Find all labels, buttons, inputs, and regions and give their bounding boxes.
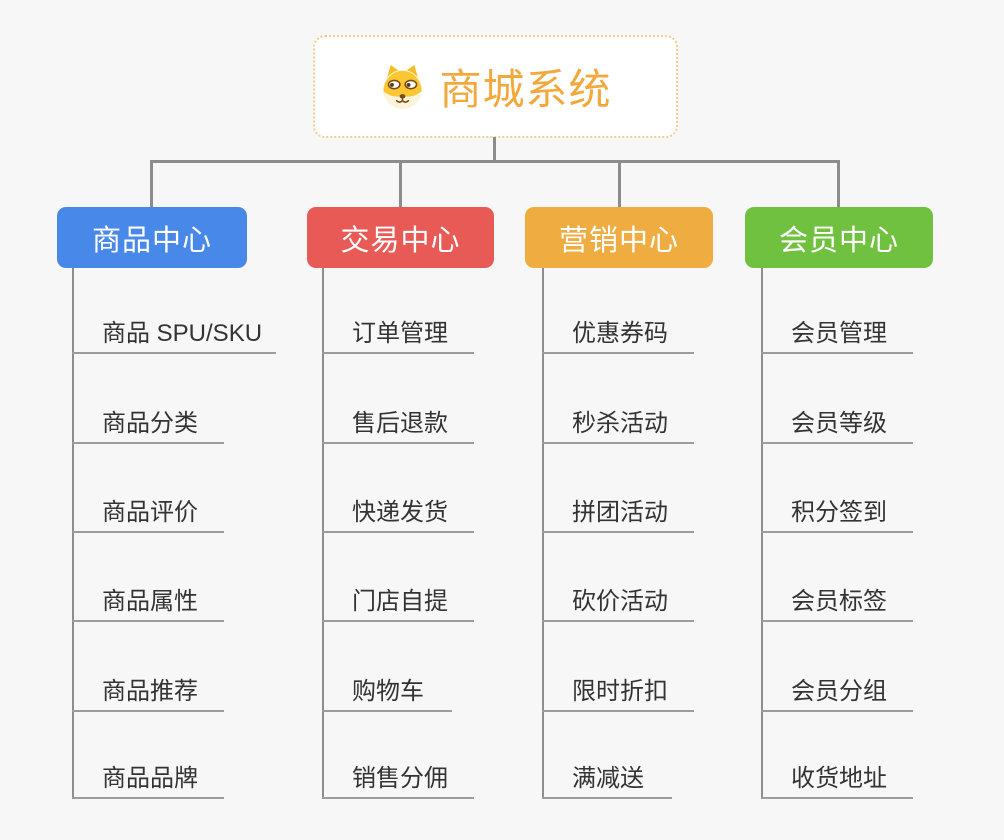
leaf-limited-time-discount[interactable]: 限时折扣 [542, 672, 694, 712]
connector-stub-trade [399, 160, 402, 208]
connector-horizontal-rail [150, 160, 840, 163]
branch-marketing-center[interactable]: 营销中心 [525, 207, 713, 268]
leaf-bargain-activity[interactable]: 砍价活动 [542, 582, 694, 622]
leaf-aftersale-refund[interactable]: 售后退款 [322, 404, 474, 444]
leaf-product-recommend[interactable]: 商品推荐 [72, 672, 224, 712]
connector-root-stem [493, 137, 496, 162]
trunk-member [761, 268, 763, 799]
leaf-shipping-address[interactable]: 收货地址 [761, 759, 913, 799]
connector-stub-marketing [618, 160, 621, 208]
leaf-coupon-code[interactable]: 优惠券码 [542, 314, 694, 354]
leaf-product-category[interactable]: 商品分类 [72, 404, 224, 444]
leaf-product-review[interactable]: 商品评价 [72, 493, 224, 533]
leaf-points-checkin[interactable]: 积分签到 [761, 493, 913, 533]
leaf-member-management[interactable]: 会员管理 [761, 314, 913, 354]
leaf-express-shipping[interactable]: 快递发货 [322, 493, 474, 533]
leaf-product-spu-sku[interactable]: 商品 SPU/SKU [72, 314, 276, 354]
dog-face-icon [379, 63, 426, 110]
leaf-member-tag[interactable]: 会员标签 [761, 582, 913, 622]
leaf-sales-commission[interactable]: 销售分佣 [322, 759, 474, 799]
leaf-store-pickup[interactable]: 门店自提 [322, 582, 474, 622]
root-node[interactable]: 商城系统 [313, 35, 678, 138]
trunk-trade [322, 268, 324, 799]
branch-member-center[interactable]: 会员中心 [745, 207, 933, 268]
branch-product-center[interactable]: 商品中心 [57, 207, 247, 268]
leaf-flash-sale[interactable]: 秒杀活动 [542, 404, 694, 444]
leaf-product-attribute[interactable]: 商品属性 [72, 582, 224, 622]
root-title: 商城系统 [439, 66, 612, 113]
leaf-member-level[interactable]: 会员等级 [761, 404, 913, 444]
leaf-spend-discount[interactable]: 满减送 [542, 759, 672, 799]
leaf-shopping-cart[interactable]: 购物车 [322, 672, 452, 712]
leaf-group-buy[interactable]: 拼团活动 [542, 493, 694, 533]
branch-trade-center[interactable]: 交易中心 [307, 207, 494, 268]
trunk-marketing [542, 268, 544, 799]
connector-stub-product [150, 160, 153, 208]
trunk-product [72, 268, 74, 799]
leaf-product-brand[interactable]: 商品品牌 [72, 759, 224, 799]
leaf-member-group[interactable]: 会员分组 [761, 672, 913, 712]
connector-stub-member [837, 160, 840, 208]
leaf-order-management[interactable]: 订单管理 [322, 314, 474, 354]
